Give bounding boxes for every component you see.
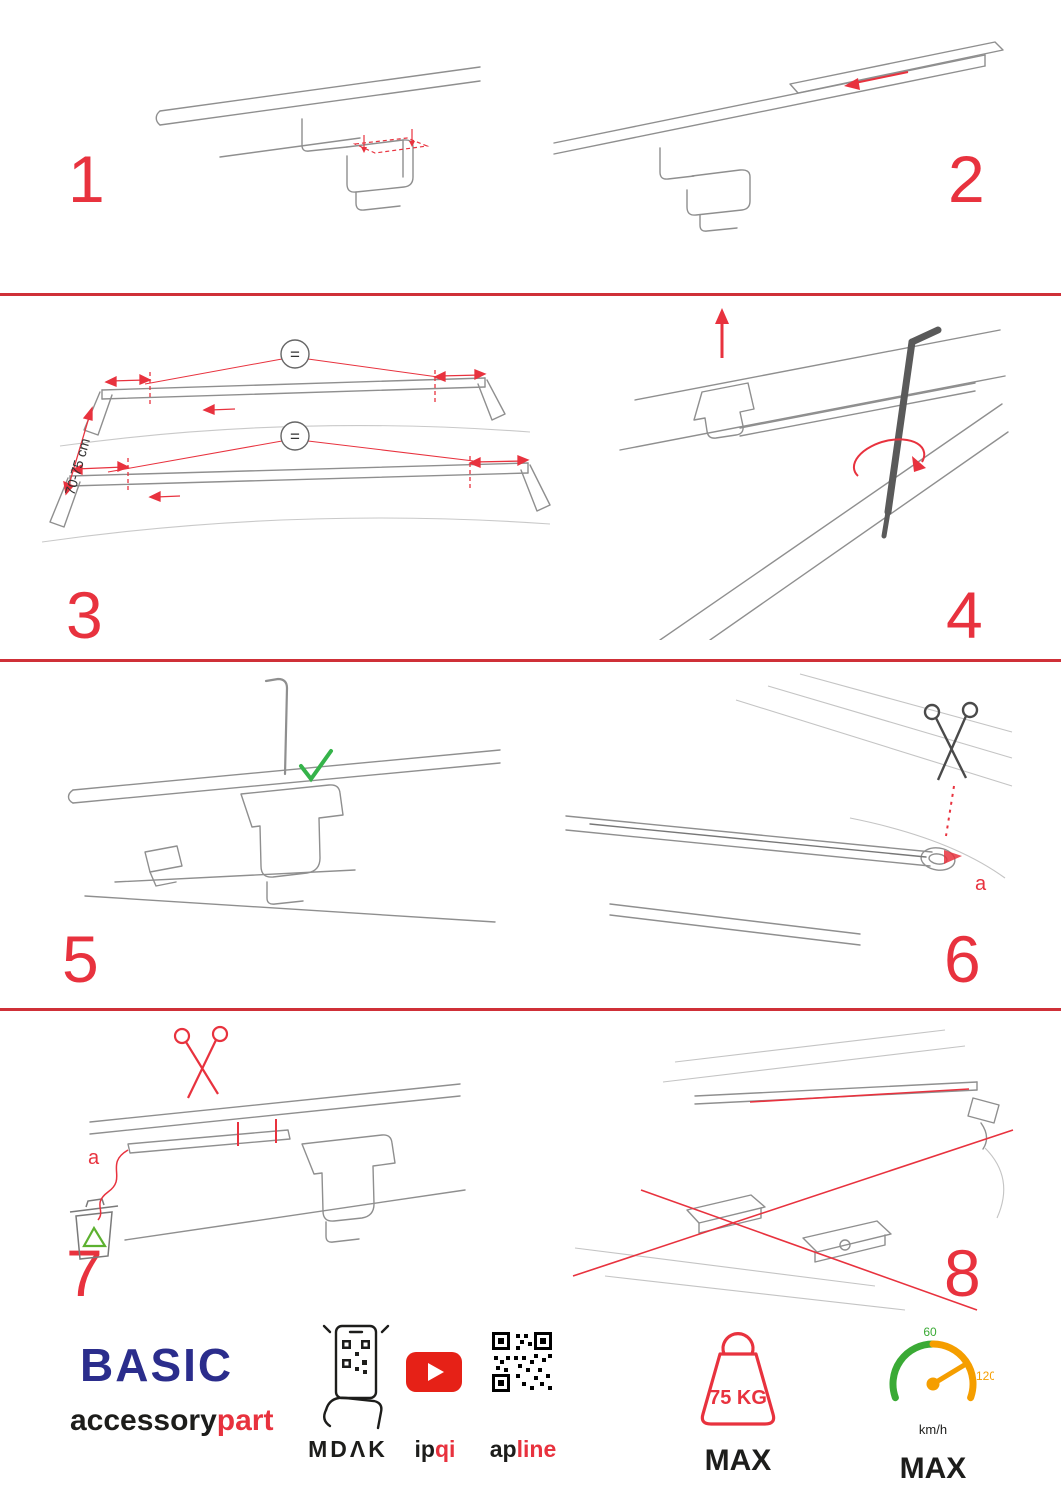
- step-6-illustration: a: [565, 673, 1013, 946]
- speedometer-icon: 60 120 km/h: [889, 1325, 994, 1437]
- step-5-illustration: [67, 677, 501, 923]
- dimension-arrows: [63, 369, 530, 502]
- step-4-illustration: [619, 308, 1009, 640]
- brand-word-right: part: [216, 1404, 274, 1437]
- step-6-number: 6: [944, 922, 981, 996]
- brand-logo: BASIC: [80, 1339, 234, 1391]
- partner-3-right: line: [516, 1436, 557, 1462]
- step-5-number: 5: [62, 922, 99, 996]
- scissors-icon-red: [173, 1025, 229, 1099]
- brand-wordmark: accessorypart: [70, 1404, 290, 1438]
- slide-direction-arrow: [844, 71, 909, 90]
- frame-and-clamp: [67, 677, 501, 923]
- qr-code-icon: [490, 1330, 554, 1394]
- speed-tick-low: 60: [923, 1325, 937, 1339]
- step-3-number: 3: [66, 578, 103, 652]
- step-8-number: 8: [944, 1236, 981, 1310]
- section-divider-1: [0, 293, 1061, 296]
- cut-piece-label: a: [88, 1147, 100, 1169]
- bar-and-buckles: [686, 1081, 1000, 1263]
- partner-3-left: ap: [489, 1436, 517, 1462]
- step-2-number: 2: [948, 142, 985, 216]
- roof-rail-closeup: [619, 329, 1009, 640]
- tighten-arrows: [715, 308, 926, 477]
- speed-tick-high: 120: [976, 1369, 994, 1383]
- alignment-lines: [572, 1088, 1014, 1311]
- step-3-illustration: = = 70-75 cm: [41, 339, 551, 543]
- discard-marks: [97, 1119, 277, 1221]
- crossbar-end: [565, 815, 956, 946]
- equals-top: =: [290, 345, 300, 364]
- partner-label-ipqi: ipqi: [402, 1436, 468, 1463]
- recycle-icon: [82, 1225, 107, 1248]
- roof-edge-and-clamp: [155, 66, 481, 211]
- roof-battens: [735, 673, 1013, 879]
- equal-spacing-connectors: [107, 358, 483, 473]
- gauge-green-arc: [889, 1340, 937, 1402]
- section-divider-3: [0, 1008, 1061, 1011]
- step-2-illustration: [553, 41, 1004, 232]
- youtube-icon: [406, 1352, 462, 1392]
- cut-line: [945, 785, 955, 837]
- speed-unit-label: km/h: [919, 1422, 947, 1437]
- step-1-number: 1: [68, 142, 105, 216]
- bar-and-clamp: [553, 41, 1004, 232]
- strip-and-clamp: [89, 1083, 466, 1243]
- equal-spacing-badges: = =: [280, 339, 310, 451]
- equals-bottom: =: [290, 427, 300, 446]
- clamp-pad-highlight: [352, 129, 430, 154]
- gauge-hub: [926, 1377, 940, 1391]
- checkmark-icon: [299, 749, 333, 783]
- step-7-illustration: a: [69, 1025, 466, 1260]
- pad-insert-arrows: [361, 141, 415, 153]
- weight-icon: 75 KG: [700, 1332, 776, 1426]
- step-4-number: 4: [946, 578, 983, 652]
- weight-limit-value: 75 KG: [709, 1387, 767, 1409]
- step-1-illustration: [155, 66, 481, 211]
- scissors-icon: [923, 701, 979, 781]
- partner-2-left: ip: [414, 1436, 435, 1462]
- partner-label-apline: apline: [478, 1436, 568, 1463]
- speed-max-label: MAX: [899, 1452, 967, 1485]
- gauge-orange-arc: [929, 1340, 977, 1402]
- weight-max-label: MAX: [704, 1444, 772, 1477]
- partner-label-mdak: MDΛK: [308, 1436, 388, 1462]
- step-7-number: 7: [66, 1236, 103, 1310]
- section-divider-2: [0, 659, 1061, 662]
- partner-2-right: qi: [435, 1436, 456, 1462]
- crossbars-front-view: [49, 377, 551, 528]
- brand-word-left: accessory: [70, 1404, 217, 1437]
- allen-key-icon: [881, 326, 942, 539]
- strip-end-highlight: [944, 850, 962, 864]
- phone-qr-icon: [322, 1324, 390, 1430]
- step-8-illustration: [572, 1029, 1014, 1311]
- roof-lines: [574, 1029, 1005, 1311]
- cut-piece-label: a: [975, 873, 987, 895]
